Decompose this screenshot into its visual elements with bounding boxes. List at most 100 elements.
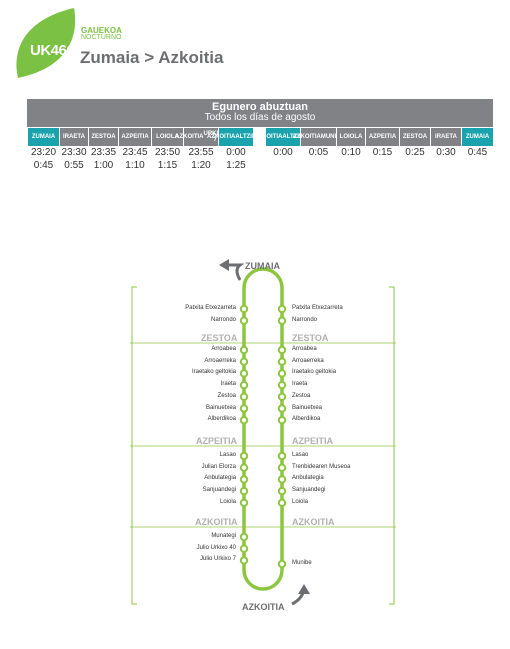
timetable-title: Egunero abuztuan (212, 101, 308, 113)
col-header-sublabel: MUNIBE (320, 134, 345, 140)
right-stop-label: Trenbidearen Museoa (292, 463, 351, 470)
left-stop-label: Loiola (219, 498, 236, 505)
stop-marker (239, 316, 249, 325)
return-col-header: IRAETA (431, 128, 461, 146)
return-time-cell: 0:30 (436, 147, 456, 158)
stop-marker (239, 380, 249, 390)
stop-marker (239, 345, 249, 355)
outbound-time-cell: 23:20 (30, 147, 57, 158)
left-stop-label: Alberdikoa (207, 416, 236, 423)
return-time-cell: 0:15 (372, 147, 393, 158)
side-brackets (131, 286, 395, 605)
return-col-header: AZPEITIA (366, 128, 399, 146)
left-stop-label: Bainuetxea (205, 404, 236, 411)
left-stop-label: Julian Elorza (201, 463, 236, 470)
right-stop-label: Arroaerreka (292, 357, 324, 364)
left-stop-label: Julio Urkixo 40 (196, 544, 236, 551)
right-stop-label: Narrondo (292, 316, 318, 323)
col-header-label: IRAETA (435, 134, 457, 140)
outbound-time-cell: 23:45 (122, 147, 148, 158)
right-stop-label: Anbulategia (292, 475, 324, 482)
right-stop-label: Bainuetxea (292, 404, 323, 411)
stop-marker (239, 451, 249, 461)
outbound-time-cell: 0:00 (226, 147, 246, 158)
stop-marker (239, 463, 249, 472)
stop-marker (239, 498, 249, 507)
right-stop-label: Loiola (292, 498, 309, 505)
col-header-label: ZESTOA (91, 134, 116, 140)
col-header-sublabel: ALTZIBAR (235, 134, 265, 140)
left-stop-label: Narrondo (210, 316, 236, 323)
col-header-label: ZESTOA (402, 134, 428, 140)
line-badge-leaf (16, 8, 76, 78)
stop-marker (239, 532, 249, 542)
left-stop-label: Arroaerreka (204, 357, 236, 364)
stop-marker (239, 486, 249, 496)
left-stop-label: Iraetako geltokia (191, 369, 236, 376)
route-line (242, 267, 284, 591)
section-azpeitia-left: AZPEITIA (196, 436, 238, 446)
stop-marker (277, 316, 287, 325)
stop-marker (277, 486, 287, 496)
return-time-cell: 0:00 (273, 147, 293, 158)
return-col-header: ZESTOA (400, 128, 430, 146)
stop-marker (239, 544, 249, 553)
left-stop-label: Zestoa (217, 392, 236, 399)
route-title: Zumaia > Azkoitia (80, 48, 224, 67)
outbound-col-header: LOIOLA (152, 128, 183, 146)
col-header-label: LOIOLA (156, 134, 179, 140)
stop-marker (239, 304, 249, 314)
outbound-time-cell: 1:20 (191, 160, 211, 171)
left-stop-label: Julio Urkixo 7 (199, 556, 236, 563)
right-stop-label: Munibe (292, 560, 312, 566)
section-zestoa-right: ZESTOA (292, 333, 329, 343)
stop-marker (277, 392, 287, 401)
col-header-label: ZUMAIA (465, 134, 490, 140)
stop-marker (277, 463, 287, 472)
stop-marker (239, 369, 249, 378)
outbound-col-header: ZUMAIA (28, 128, 59, 146)
col-header-sublabel: ALTZIBAR (282, 134, 312, 140)
timetable-header: Egunero abuztuan Todos los días de agost… (27, 99, 493, 127)
right-stop-label: Zestoa (292, 392, 311, 399)
stop-marker (277, 380, 287, 390)
return-time-cell: 0:45 (467, 147, 488, 158)
return-col-header: ZUMAIA (462, 128, 493, 146)
right-stop-label: Alberdikoa (292, 416, 321, 423)
outbound-time-cell: 0:45 (33, 160, 54, 171)
right-stop-label: Patxita Etxezarreta (292, 305, 343, 311)
right-stop-label: Iraeta (292, 381, 308, 388)
col-header-label: AZKOITIA (207, 134, 236, 140)
left-stop-label: Iraeta (220, 381, 236, 388)
return-time-cell: 0:10 (341, 147, 361, 158)
outbound-time-cell: 1:00 (93, 160, 114, 171)
stop-marker (277, 304, 287, 314)
col-header-sublabel: URKIXO 7 (203, 131, 227, 143)
left-stop-label: Arroabea (211, 346, 236, 352)
arrow-head-top (219, 259, 229, 271)
outbound-time-cell: 1:15 (157, 160, 178, 171)
col-header-label: AZKOITIA (175, 134, 204, 140)
stop-marker (277, 498, 287, 507)
return-time-cell: 0:25 (405, 147, 425, 158)
terminal-zumaia: ZUMAIA (245, 261, 280, 271)
outbound-time-cell: 1:25 (226, 160, 246, 171)
stop-marker (277, 475, 287, 484)
outbound-time-cell: 23:55 (188, 147, 214, 158)
outbound-time-cell: 23:30 (61, 147, 87, 158)
outbound-col-header: ZESTOA (89, 128, 118, 146)
section-azkoitia-right: AZKOITIA (292, 517, 335, 527)
night-label-eu: GAUEKOA (81, 26, 122, 35)
stop-marker (239, 416, 249, 425)
outbound-time-cell: 1:10 (125, 160, 145, 171)
right-stop-label: Arroabea (292, 346, 317, 352)
section-azpeitia-right: AZPEITIA (292, 436, 334, 446)
stop-marker (239, 392, 249, 401)
right-stop-label: Sanjuandegi (292, 487, 326, 494)
terminal-azkoitia: AZKOITIA (242, 602, 285, 612)
outbound-time-cell: 0:55 (64, 160, 84, 171)
